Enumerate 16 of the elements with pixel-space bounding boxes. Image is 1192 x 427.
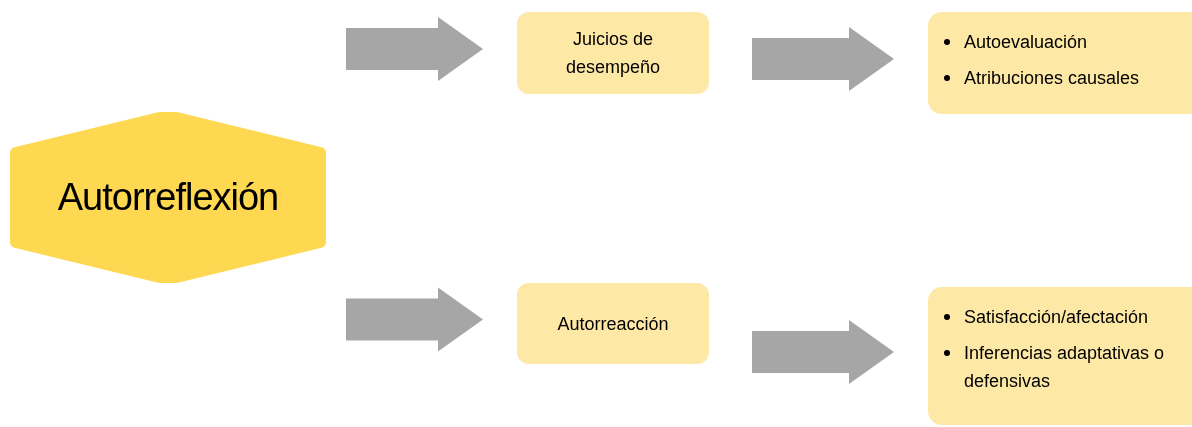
hexagon-node: [10, 112, 326, 283]
process-box: [517, 12, 709, 94]
bullet-item: Satisfacción/afectación: [942, 303, 1192, 331]
node-title: Autorreflexión: [57, 175, 279, 220]
bullet-item: Autoevaluación: [942, 28, 1192, 56]
block-arrow: [346, 287, 483, 352]
list-box: [928, 287, 1192, 425]
bullet-item: Atribuciones causales: [942, 64, 1192, 92]
block-arrow: [752, 27, 894, 91]
list-box: [928, 12, 1192, 114]
box-label: Autorreacción: [557, 312, 669, 336]
process-box: [517, 283, 709, 364]
box-label: Juicios de desempeño: [564, 28, 662, 79]
block-arrow: [346, 17, 483, 81]
bullet-item: Inferencias adaptativas o defensivas: [942, 339, 1192, 395]
block-arrow: [752, 320, 894, 384]
